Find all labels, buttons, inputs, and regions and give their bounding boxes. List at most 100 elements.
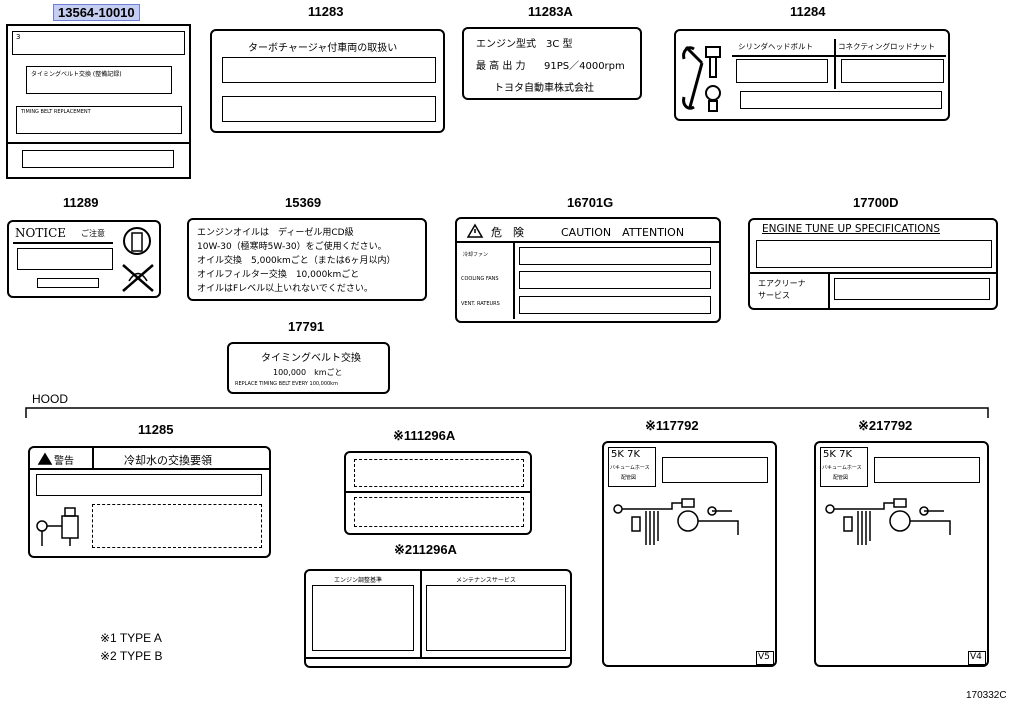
label-17700D-title: ENGINE TUNE UP SPECIFICATIONS <box>762 223 941 235</box>
label-117792-route: 配管図 <box>621 475 637 481</box>
label-217792-box1 <box>874 457 980 483</box>
label-17700D[interactable]: ENGINE TUNE UP SPECIFICATIONS エアクリーナ サービ… <box>748 218 998 310</box>
label-17791-line1: タイミングベルト交換 <box>261 353 361 364</box>
label-11283[interactable]: ターボチャージャ付車両の取扱い <box>210 29 445 133</box>
label-16701G-box3 <box>519 296 711 314</box>
label-211296A-col-divider <box>420 571 422 657</box>
label-11283A-line3: トヨタ自動車株式会社 <box>494 83 594 94</box>
part-number-111296A[interactable]: ※111296A <box>393 428 456 443</box>
label-17791[interactable]: タイミングベルト交換 100,000 kmごと REPLACE TIMING B… <box>227 342 390 394</box>
label-13564-10010[interactable]: 3 タイミングベルト交換 (整備記録) TIMING BELT REPLACEM… <box>6 24 191 179</box>
label-11285[interactable]: 警告 冷却水の交換要領 <box>28 446 271 558</box>
part-number-11285[interactable]: 11285 <box>138 422 174 437</box>
label-117792-box1 <box>662 457 768 483</box>
label-13564-top-box: 3 <box>12 31 185 55</box>
part-number-11289[interactable]: 11289 <box>63 195 99 210</box>
label-11284-col1: シリンダヘッドボルト <box>738 42 813 51</box>
label-17700D-box1 <box>756 240 992 268</box>
warning-triangle-icon <box>466 223 484 238</box>
part-number-17791[interactable]: 17791 <box>288 319 325 334</box>
label-15369-line1: エンジンオイルは ディーゼル用CD級 <box>197 228 354 238</box>
label-217792-corner-box: V4 <box>968 651 986 665</box>
label-16701G[interactable]: 危 険 CAUTION ATTENTION 冷却ファン COOLING FANS… <box>455 217 721 323</box>
part-number-17700D[interactable]: 17700D <box>853 195 899 210</box>
diagram-id: 170332C <box>966 690 1007 701</box>
label-217792[interactable]: 5K 7K バキュームホース 配管図 V4 <box>814 441 989 667</box>
label-11283A-line2a: 最 高 出 力 <box>476 61 526 72</box>
label-11283-title: ターボチャージャ付車両の取扱い <box>248 43 398 54</box>
label-217792-code: 5K 7K <box>823 449 853 460</box>
label-11285-box2 <box>92 504 262 548</box>
part-number-13564-10010[interactable]: 13564-10010 <box>53 4 140 21</box>
label-11283A-line2b: 91PS／4000rpm <box>544 61 625 72</box>
label-117792-corner: V5 <box>758 652 770 662</box>
label-16701G-row1: 冷却ファン <box>463 252 489 258</box>
label-11285-title: 冷却水の交換要領 <box>124 454 212 467</box>
label-16701G-header-line <box>457 241 719 243</box>
label-117792-code: 5K 7K <box>611 449 641 460</box>
legend-type-a: ※1 TYPE A <box>100 631 162 645</box>
label-13564-bottom-box <box>22 150 174 168</box>
label-11289-header-line <box>13 242 113 244</box>
label-11289[interactable]: NOTICE ご注意 <box>7 220 161 298</box>
label-17700D-aircleaner1: エアクリーナ <box>758 279 806 288</box>
label-211296A-col2: メンテナンスサービス <box>456 577 516 584</box>
part-number-117792[interactable]: ※117792 <box>645 418 699 433</box>
label-11283A-line1: エンジン型式 3C 型 <box>476 39 573 50</box>
label-217792-corner: V4 <box>970 652 982 662</box>
label-11285-box1 <box>36 474 262 496</box>
label-211296A[interactable]: エンジン調整基準 メンテナンスサービス <box>304 569 572 668</box>
part-number-15369[interactable]: 15369 <box>285 195 322 210</box>
hood-label: HOOD <box>32 392 68 406</box>
label-217792-route: 配管図 <box>833 475 849 481</box>
warning-triangle-icon-small <box>37 452 53 465</box>
label-15369-line2: 10W-30（極寒時5W-30）をご使用ください。 <box>197 242 387 252</box>
label-11284[interactable]: シリンダヘッドボルト コネクティングロッドナット <box>674 29 950 121</box>
part-number-217792[interactable]: ※217792 <box>858 418 913 433</box>
label-117792-hose: バキュームホース <box>610 465 650 471</box>
label-15369[interactable]: エンジンオイルは ディーゼル用CD級 10W-30（極寒時5W-30）をご使用く… <box>187 218 427 301</box>
label-17700D-box2 <box>834 278 990 300</box>
vacuum-hose-diagram-icon-2 <box>825 498 951 545</box>
label-11283-box1 <box>222 57 436 83</box>
label-11289-box1 <box>17 248 113 270</box>
label-11285-warn-divider <box>92 448 94 468</box>
label-16701G-box1 <box>519 247 711 265</box>
label-15369-line3: オイル交換 5,000kmごと（または6ヶ月以内） <box>197 256 396 266</box>
label-11284-col-divider <box>834 39 836 89</box>
label-16701G-box2 <box>519 271 711 289</box>
label-117792-code-box: 5K 7K バキュームホース 配管図 <box>608 447 656 487</box>
label-11289-box2 <box>37 278 99 288</box>
label-117792-corner-box: V5 <box>756 651 774 665</box>
label-11285-warn: 警告 <box>54 456 74 467</box>
label-16701G-row2: COOLING FANS <box>461 276 499 282</box>
label-111296A[interactable] <box>344 451 532 535</box>
label-11289-jp: ご注意 <box>81 229 105 238</box>
label-16701G-col-divider <box>513 241 515 319</box>
label-217792-code-box: 5K 7K バキュームホース 配管図 <box>820 447 868 487</box>
part-number-211296A[interactable]: ※211296A <box>394 542 457 557</box>
label-117792[interactable]: 5K 7K バキュームホース 配管図 V5 <box>602 441 777 667</box>
label-13564-row1: タイミングベルト交換 (整備記録) <box>26 66 172 94</box>
label-17700D-divider <box>750 272 996 274</box>
label-17700D-col-divider <box>828 272 830 308</box>
hood-bracket <box>25 407 989 418</box>
part-number-11283A[interactable]: 11283A <box>528 4 573 19</box>
label-11284-col2: コネクティングロッドナット <box>838 42 936 51</box>
label-111296A-divider <box>346 491 530 493</box>
part-number-16701G[interactable]: 16701G <box>567 195 614 210</box>
label-11283A[interactable]: エンジン型式 3C 型 最 高 出 力 91PS／4000rpm トヨタ自動車株… <box>462 27 642 100</box>
label-13564-row2-text: TIMING BELT REPLACEMENT <box>21 109 91 115</box>
label-11284-box3 <box>740 91 942 109</box>
radiator-cap-icon <box>36 507 79 546</box>
label-211296A-bottom-line <box>306 657 570 659</box>
label-11284-header-line <box>732 55 946 57</box>
label-13564-divider <box>8 142 189 144</box>
part-number-11283[interactable]: 11283 <box>308 4 344 19</box>
label-15369-line4: オイルフィルター交換 10,000kmごと <box>197 270 360 280</box>
label-11284-box2 <box>841 59 944 83</box>
label-111296A-box2 <box>354 497 524 527</box>
label-15369-line5: オイルはFレベル以上いれないでください。 <box>197 284 373 294</box>
part-number-11284[interactable]: 11284 <box>790 4 826 19</box>
label-13564-corner-text: 3 <box>16 33 21 41</box>
